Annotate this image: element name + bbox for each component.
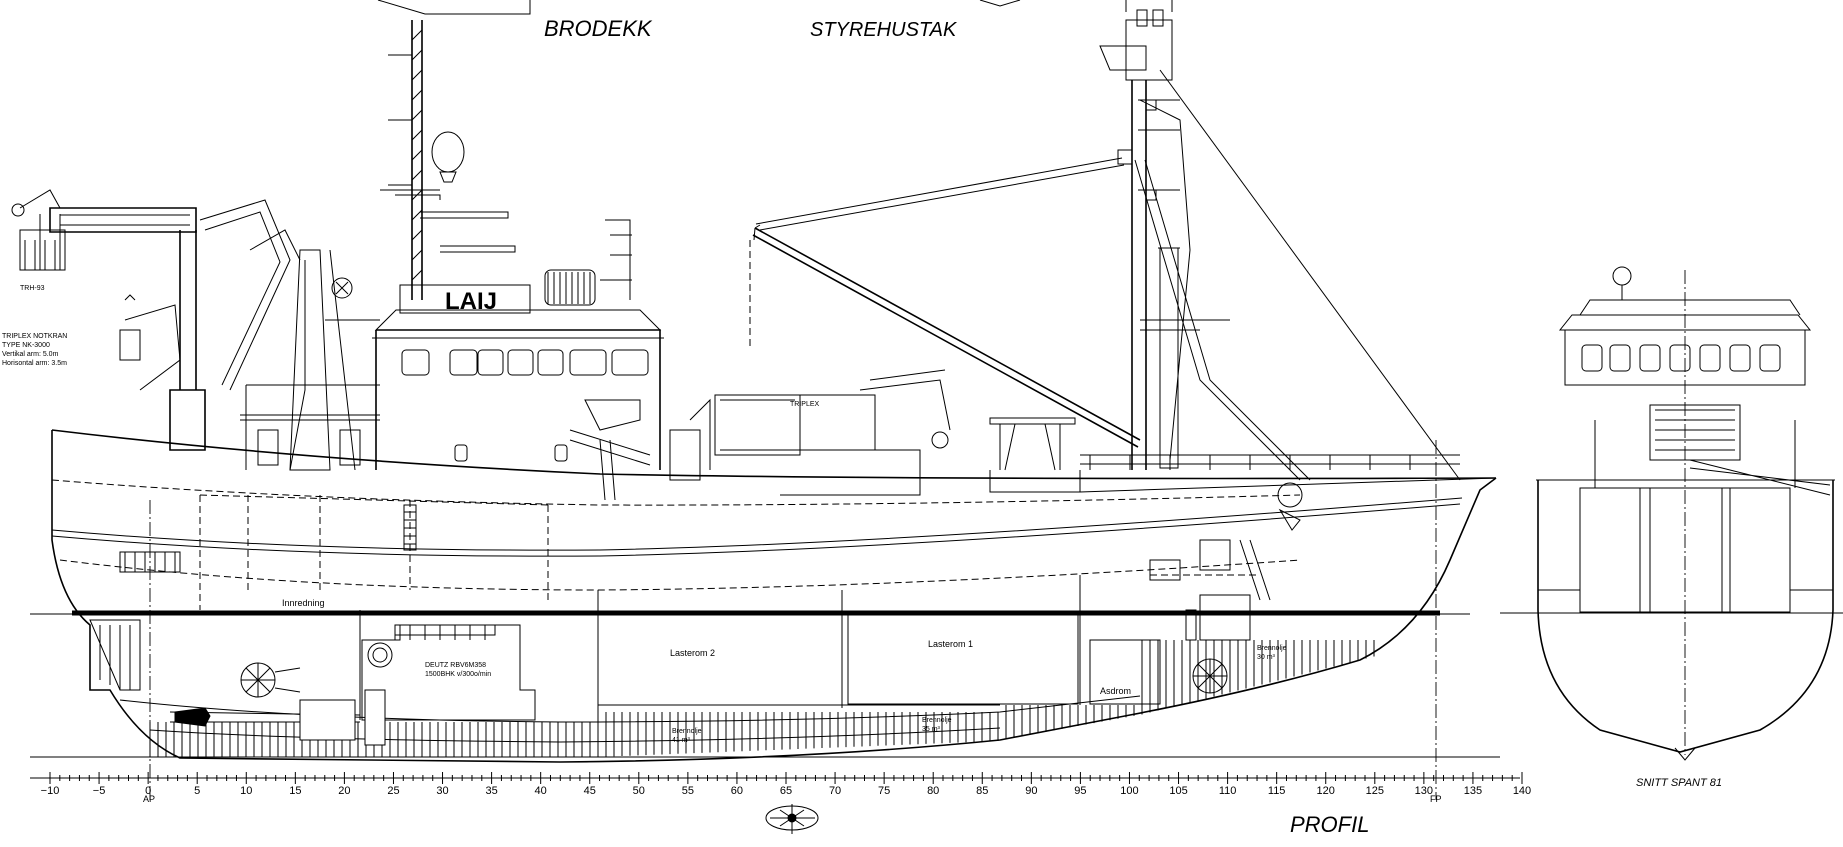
scale-tick-label: 10	[240, 785, 252, 797]
scale-tick-label: 105	[1169, 785, 1187, 797]
scale-tick-label: 30	[436, 785, 448, 797]
tank-3-label-line-2: 35 m³	[922, 726, 941, 733]
section-view	[1500, 266, 1843, 761]
crane-info-line-1: TRIPLEX NOTKRAN	[2, 333, 67, 340]
scale-tick-label: 115	[1268, 785, 1286, 797]
scale-tick-label: 130	[1415, 785, 1433, 797]
scale-tick-label: 40	[535, 785, 547, 797]
scale-tick-label: 135	[1464, 785, 1482, 797]
tank-3-label-line-1: Brennolje	[922, 717, 952, 724]
frame-scale-ticks: −10 −5 0 5 10 15 20 25 30 35 40 45 50 55 60 65 70 75 80 85 9…	[41, 772, 1531, 797]
scale-tick-label: 100	[1120, 785, 1138, 797]
crane-info-line-3: Vertikal arm: 5.0m	[2, 351, 59, 358]
styrehustak-title: STYREHUSTAK	[810, 19, 958, 41]
scale-tick-label: 65	[780, 785, 792, 797]
internal-compartments	[89, 482, 1303, 746]
plan-view-fragments	[377, 0, 1021, 15]
lasterom1-label: Lasterom 1	[928, 639, 973, 649]
scale-tick-label: 120	[1317, 785, 1335, 797]
foremast	[749, 0, 1461, 481]
scale-tick-label: 110	[1219, 785, 1237, 797]
compartment-labels: Innredning Lasterom 2 Lasterom 1 Asdrom …	[282, 598, 1287, 744]
scale-tick-label: 20	[338, 785, 350, 797]
scale-tick-label: 15	[289, 785, 301, 797]
engine-label-line-2: 1500BHK v/300o/min	[425, 671, 491, 678]
scale-tick-label: 50	[633, 785, 645, 797]
scale-tick-label: 5	[194, 785, 200, 797]
fp-label: FP	[1430, 794, 1442, 804]
scale-tick-label: −10	[41, 785, 60, 797]
crane-code-label: TRH-93	[20, 285, 45, 292]
reference-lines	[30, 440, 1500, 800]
scale-tick-label: 45	[584, 785, 596, 797]
tank-2-label-line-2: 41 m³	[672, 737, 691, 744]
compass-symbol	[765, 804, 819, 834]
stern-cranes: TRH-93 TRIPLEX NOTKRAN TYPE NK-3000 Vert…	[2, 189, 380, 471]
scale-tick-label: 80	[927, 785, 939, 797]
scale-tick-label: 25	[387, 785, 399, 797]
innredning-label: Innredning	[282, 598, 325, 608]
tank-2-label-line-1: Brennolje	[672, 728, 702, 735]
scale-tick-label: 85	[976, 785, 988, 797]
superstructure: LAIJ	[240, 20, 664, 470]
tank-1-label-line-1: Brennolje	[1257, 645, 1287, 652]
double-bottom-hatching	[149, 640, 1375, 757]
scale-tick-label: 95	[1074, 785, 1086, 797]
crane-brand-label: TRIPLEX	[790, 401, 820, 408]
deck-equipment: TRIPLEX	[569, 369, 1460, 501]
ap-label: AP	[143, 794, 155, 804]
snitt-title: SNITT SPANT 81	[1636, 777, 1722, 789]
crane-info-line-2: TYPE NK-3000	[2, 342, 50, 349]
scale-tick-label: 35	[485, 785, 497, 797]
engine-label-line-1: DEUTZ RBV6M358	[425, 662, 486, 669]
scale-tick-label: 125	[1366, 785, 1384, 797]
ship-name-board: LAIJ	[445, 288, 497, 315]
scale-tick-label: 75	[878, 785, 890, 797]
brodekk-title: BRODEKK	[544, 16, 653, 41]
asdrom-label: Asdrom	[1100, 686, 1131, 696]
scale-tick-label: 140	[1513, 785, 1531, 797]
scale-tick-label: 0	[145, 785, 151, 797]
crane-info-line-4: Horisontal arm: 3.5m	[2, 360, 67, 367]
profil-title: PROFIL	[1290, 812, 1369, 837]
lasterom2-label: Lasterom 2	[670, 648, 715, 658]
scale-tick-label: −5	[93, 785, 106, 797]
scale-tick-label: 90	[1025, 785, 1037, 797]
tank-1-label-line-2: 30 m³	[1257, 654, 1276, 661]
scale-tick-label: 70	[829, 785, 841, 797]
frame-scale: −10 −5 0 5 10 15 20 25 30 35 40 45 50 55 60 65 70 75 80 85 9…	[30, 772, 1531, 804]
scale-tick-label: 55	[682, 785, 694, 797]
scale-tick-label: 60	[731, 785, 743, 797]
